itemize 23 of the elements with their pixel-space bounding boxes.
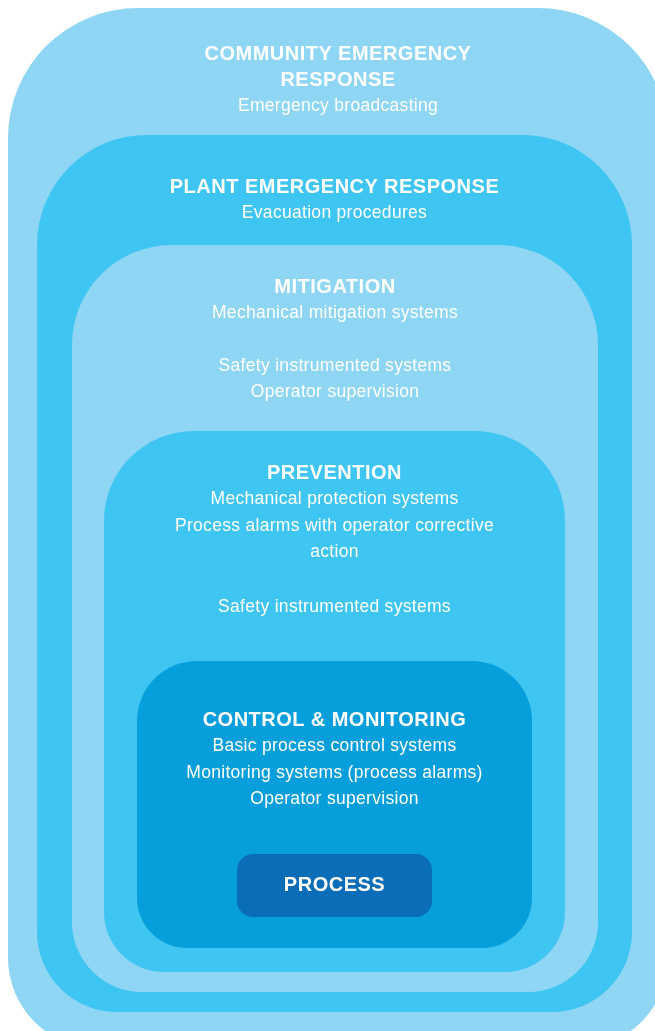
layer-item: Basic process control systems — [211, 734, 458, 757]
layer-item: Emergency broadcasting — [236, 94, 440, 117]
layer-title: COMMUNITY EMERGENCY RESPONSE — [203, 41, 473, 92]
layer-item: Operator supervision — [249, 380, 421, 403]
layer-item: Mechanical mitigation systems — [211, 301, 459, 324]
layer-title: PREVENTION — [266, 460, 403, 485]
layer-item: Evacuation procedures — [240, 201, 429, 224]
layer-panel — [72, 245, 598, 992]
layer-panel — [8, 8, 655, 1031]
layer-title: PROCESS — [282, 872, 387, 897]
layer-title: CONTROL & MONITORING — [201, 707, 468, 732]
layer-item: Mechanical protection systems — [209, 487, 460, 510]
layer-item: Safety instrumented systems — [217, 353, 453, 377]
layer-title: PLANT EMERGENCY RESPONSE — [168, 174, 501, 199]
layer-panel — [137, 661, 532, 948]
layer-title: MITIGATION — [273, 274, 397, 299]
process-box — [237, 854, 432, 917]
layer-item: Operator supervision — [249, 787, 420, 810]
layer-panel — [104, 431, 565, 972]
layer-panel — [37, 135, 632, 1012]
layer-item: Monitoring systems (process alarms) — [185, 760, 484, 784]
layer-item: Safety instrumented systems — [217, 594, 452, 618]
layer-item: Process alarms with operator corrective action — [174, 513, 495, 563]
